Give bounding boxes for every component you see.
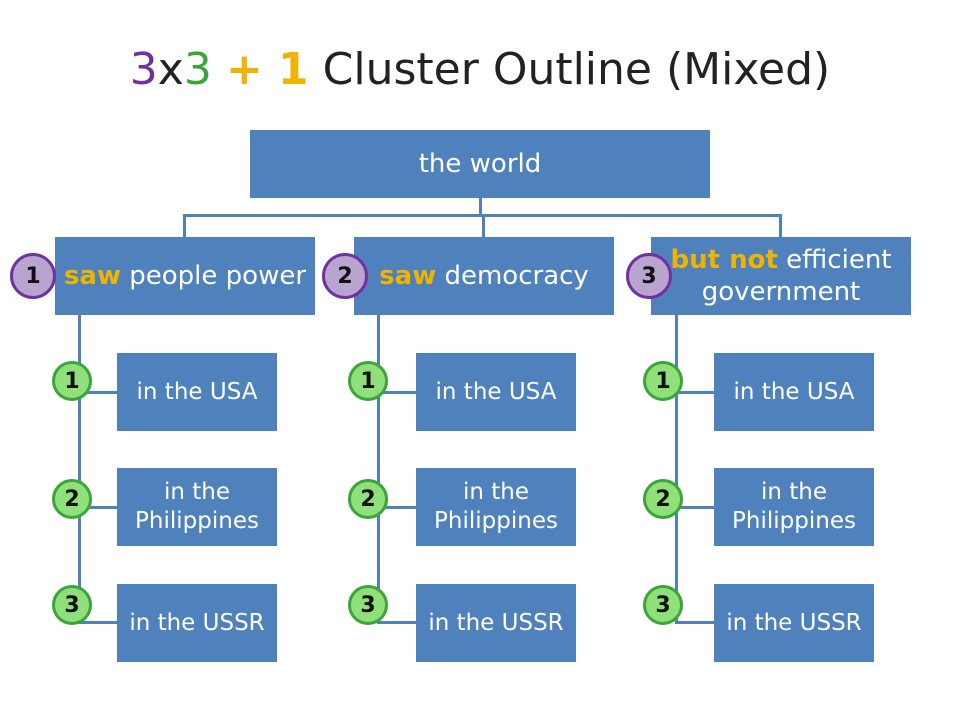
title-part-3b: 3	[183, 44, 212, 95]
leaf-number-marker: 1	[348, 361, 388, 401]
connector	[675, 391, 715, 394]
branch-keyword: saw	[379, 260, 437, 291]
branch-number-marker: 1	[10, 253, 56, 299]
connector	[377, 315, 380, 623]
connector	[377, 506, 417, 509]
connector	[78, 621, 118, 624]
branch-keyword: but not	[670, 244, 778, 275]
connector	[377, 621, 417, 624]
leaf-number-marker: 3	[52, 585, 92, 625]
leaf-number-marker: 3	[348, 585, 388, 625]
branch-node-2: saw democracy	[354, 237, 614, 315]
connector	[675, 315, 678, 623]
branch-node-1: saw people power	[55, 237, 315, 315]
page-title: 3x3 + 1 Cluster Outline (Mixed)	[0, 44, 960, 95]
branch-number-marker: 3	[626, 253, 672, 299]
leaf-node: in the USSR	[117, 584, 277, 662]
root-node: the world	[250, 130, 710, 198]
connector	[183, 214, 186, 237]
leaf-number-marker: 2	[52, 479, 92, 519]
connector	[675, 621, 715, 624]
leaf-node: in the Philippines	[117, 468, 277, 546]
leaf-node: in the USA	[416, 353, 576, 431]
connector	[675, 506, 715, 509]
connector	[377, 391, 417, 394]
connector	[479, 198, 482, 215]
leaf-number-marker: 2	[643, 479, 683, 519]
leaf-number-marker: 3	[643, 585, 683, 625]
connector	[482, 214, 485, 237]
leaf-node: in the USSR	[714, 584, 874, 662]
leaf-node: in the USSR	[416, 584, 576, 662]
branch-number-marker: 2	[322, 253, 368, 299]
leaf-number-marker: 1	[643, 361, 683, 401]
branch-node-3: but not efficient government	[651, 237, 911, 315]
title-part-x: x	[157, 44, 184, 95]
branch-label: democracy	[444, 260, 589, 291]
leaf-number-marker: 1	[52, 361, 92, 401]
leaf-number-marker: 2	[348, 479, 388, 519]
title-part-3: 3	[129, 44, 158, 95]
leaf-node: in the Philippines	[714, 468, 874, 546]
branch-keyword: saw	[63, 260, 121, 291]
title-text: Cluster Outline (Mixed)	[322, 44, 831, 95]
connector	[78, 506, 118, 509]
branch-label: efficient government	[701, 244, 892, 308]
title-plus-one: + 1	[225, 44, 309, 95]
leaf-node: in the Philippines	[416, 468, 576, 546]
leaf-node: in the USA	[117, 353, 277, 431]
connector	[779, 214, 782, 237]
connector	[78, 315, 81, 623]
branch-label: people power	[129, 260, 307, 291]
leaf-node: in the USA	[714, 353, 874, 431]
connector	[78, 391, 118, 394]
